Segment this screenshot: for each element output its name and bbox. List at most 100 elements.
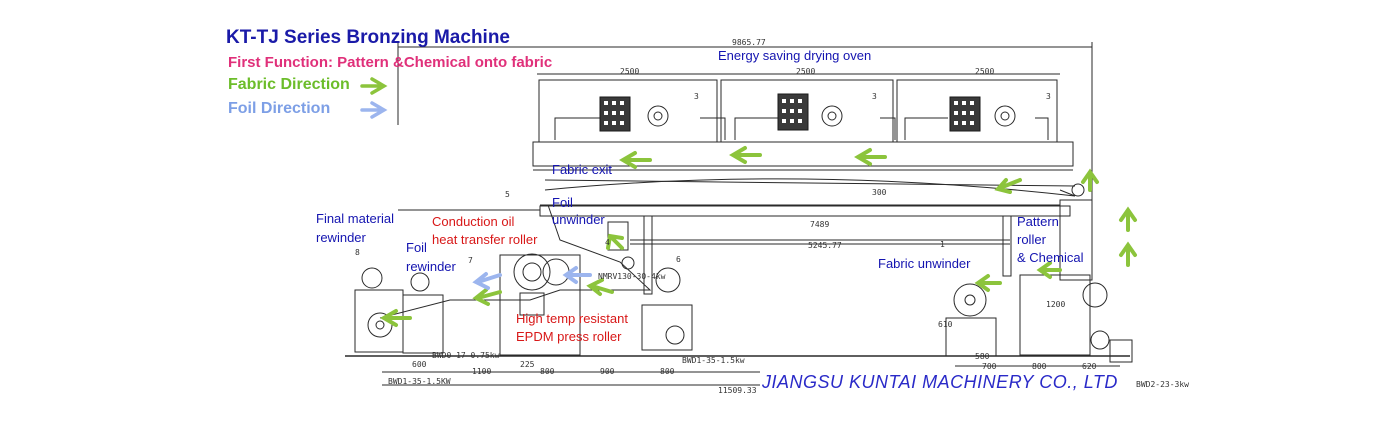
fabric-arrow	[472, 288, 502, 306]
dim-base-800a: 800	[540, 367, 555, 376]
press-roller-label-1: High temp resistant	[516, 311, 628, 326]
dim-lower-span: 5245.77	[808, 241, 842, 250]
pattern-roller-label-2: roller	[1017, 232, 1046, 247]
dim-mid-span: 7489	[810, 220, 830, 229]
duct-1	[554, 117, 726, 140]
part-number-3c: 3	[1046, 92, 1051, 101]
conduction-oil-label-1: Conduction oil	[432, 214, 515, 229]
conduction-oil-roller	[513, 253, 551, 291]
part-number-1: 1	[940, 240, 945, 249]
duct-2	[734, 117, 896, 140]
part-number-6: 6	[676, 255, 681, 264]
fan-hub-3	[1000, 111, 1010, 121]
final-rewinder-roll	[361, 267, 383, 289]
final-rewinder-label-1: Final material	[316, 211, 395, 226]
final-rewinder-hub	[375, 320, 385, 330]
dim-base-600: 600	[412, 360, 427, 369]
foil-direction-legend: Foil Direction	[228, 100, 331, 117]
part-number-3a: 3	[694, 92, 699, 101]
fabric-direction-legend: Fabric Direction	[228, 76, 350, 93]
center-motor-box	[641, 304, 693, 351]
dim-height-300: 300	[872, 188, 887, 197]
fabric-unwinder-hub	[964, 294, 976, 306]
fan-hub-1	[653, 111, 663, 121]
dim-base-800c: 800	[1032, 362, 1047, 371]
company-name: JIANGSU KUNTAI MACHINERY CO., LTD	[762, 372, 1118, 392]
dim-oven-2: 2500	[796, 67, 816, 76]
dim-height-1200: 1200	[1046, 300, 1066, 309]
foil-unwinder-label-1: Foil	[552, 195, 573, 210]
motor-label-2: BWD0-17-0.75kw	[432, 351, 500, 360]
motor-label-5: NMRV130-30-4kw	[598, 272, 666, 281]
part-number-5: 5	[505, 190, 510, 199]
part-number-8: 8	[355, 248, 360, 257]
dim-base-900: 900	[600, 367, 615, 376]
dim-base-700: 700	[982, 362, 997, 371]
fabric-arrow	[1119, 241, 1137, 267]
pattern-tower	[1059, 199, 1093, 281]
oven-body	[532, 141, 1074, 167]
center-roller	[655, 267, 681, 293]
fabric-arrow	[380, 309, 412, 327]
press-roller-label-2: EPDM press roller	[516, 329, 622, 344]
fabric-arrow	[586, 278, 614, 296]
press-roller	[542, 258, 570, 286]
pattern-roller-label-1: Pattern	[1017, 214, 1059, 229]
dim-oven-3: 2500	[975, 67, 995, 76]
part-number-4: 4	[605, 238, 610, 247]
upper-beam	[539, 205, 1071, 217]
conduction-oil-roller-core	[522, 262, 542, 282]
press-box	[519, 292, 545, 316]
pattern-roller	[1082, 282, 1108, 308]
part-number-3b: 3	[872, 92, 877, 101]
pattern-roller-label-3: & Chemical	[1017, 250, 1084, 265]
dim-base-580: 580	[975, 352, 990, 361]
center-motor-gear	[665, 325, 685, 345]
dim-overall-width: 9865.77	[732, 38, 766, 47]
fan-hub-2	[827, 111, 837, 121]
diagram-title: KT-TJ Series Bronzing Machine	[226, 27, 510, 48]
final-rewinder-label-2: rewinder	[316, 230, 366, 245]
dim-base-1100: 1100	[472, 367, 492, 376]
fabric-exit-label: Fabric exit	[552, 162, 612, 177]
motor-label-3: BWD1-35-1.5kw	[682, 356, 745, 365]
fabric-unwinder-label: Fabric unwinder	[878, 256, 971, 271]
foil-rewinder-label-1: Foil	[406, 240, 427, 255]
fabric-path-oven	[544, 178, 1076, 197]
support-right	[1002, 215, 1012, 277]
pattern-gear	[1090, 330, 1110, 350]
final-rewinder-gear	[367, 312, 393, 338]
fabric-arrow	[729, 146, 762, 164]
dim-base-225: 225	[520, 360, 535, 369]
foil-rewinder-label-2: rewinder	[406, 259, 456, 274]
function-subtitle: First Function: Pattern &Chemical onto f…	[228, 54, 553, 71]
foil-rewinder-frame	[402, 294, 444, 354]
fabric-arrow	[606, 233, 624, 250]
fabric-unwinder-roll	[953, 283, 987, 317]
dim-oven-1: 2500	[620, 67, 640, 76]
fabric-arrow	[1036, 261, 1062, 279]
fabric-arrow	[974, 274, 1002, 292]
conduction-oil-label-2: heat transfer roller	[432, 232, 538, 247]
oven-label: Energy saving drying oven	[718, 48, 872, 63]
pattern-section-frame	[1019, 274, 1091, 356]
dim-base-800b: 800	[660, 367, 675, 376]
duct-3	[904, 117, 1049, 140]
support-left	[643, 215, 653, 295]
fan-1	[647, 105, 669, 127]
fan-3	[994, 105, 1016, 127]
dim-total-length: 11509.33	[718, 386, 757, 395]
foil-arrow	[562, 266, 592, 284]
oven-floor	[544, 179, 1076, 187]
foil-unwinder-roll	[621, 256, 635, 270]
foil-unwinder-label-2: unwinder	[552, 212, 605, 227]
fabric-arrow	[619, 151, 652, 169]
foil-arrow	[472, 272, 502, 290]
dim-height-610: 610	[938, 320, 953, 329]
fabric-arrow	[1119, 206, 1137, 232]
foil-rewinder-roll	[410, 272, 430, 292]
fabric-path	[379, 189, 1076, 319]
fabric-arrow	[854, 148, 887, 166]
